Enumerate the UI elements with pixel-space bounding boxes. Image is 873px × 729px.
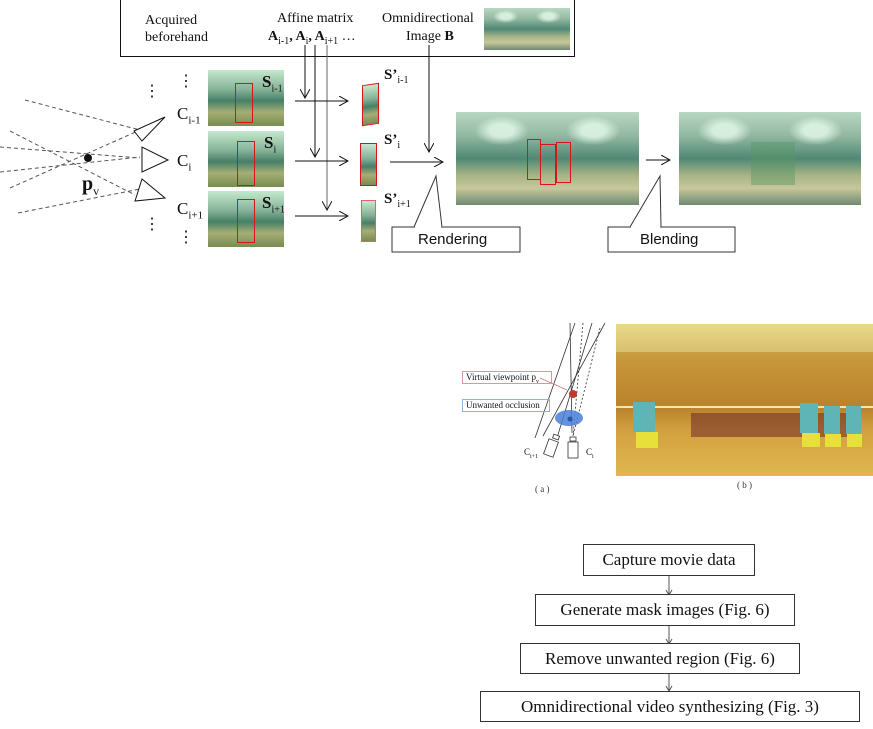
unwanted-occlusion-label: Unwanted occlusion bbox=[466, 400, 540, 410]
camera-name: C bbox=[177, 104, 189, 123]
flow-step-omni-synthesis: Omnidirectional video synthesizing (Fig.… bbox=[480, 691, 860, 722]
affine-ellipsis: … bbox=[338, 29, 356, 44]
transformed-label-i+1: S’i+1 bbox=[384, 192, 411, 210]
segment-sub: i+1 bbox=[271, 204, 285, 216]
camera-sub: i+1 bbox=[188, 209, 204, 222]
badminton-composite-photo bbox=[616, 324, 873, 476]
viewpoint-label: pv bbox=[82, 174, 99, 197]
affine-a2: , A bbox=[289, 29, 306, 44]
transformed-name: S’ bbox=[384, 67, 398, 83]
flow-step-remove-region: Remove unwanted region (Fig. 6) bbox=[520, 643, 800, 674]
camera-sub: i-1 bbox=[188, 114, 201, 127]
ellipsis-right-bottom: ⋮ bbox=[178, 229, 194, 246]
flow-step-generate-mask: Generate mask images (Fig. 6) bbox=[535, 594, 795, 626]
camera-sub: i bbox=[592, 453, 594, 460]
affine-a1: A bbox=[268, 29, 279, 44]
blending-callout-box bbox=[607, 226, 736, 253]
caption-b: ( b ) bbox=[737, 480, 752, 490]
blending-label: Blending bbox=[640, 231, 699, 248]
camera-label-i+1-small: Ci+1 bbox=[524, 448, 538, 460]
viewpoint-sub: v bbox=[93, 184, 100, 198]
viewpoint-rays bbox=[0, 99, 141, 214]
affine-a3: , A bbox=[308, 29, 325, 44]
transformed-name: S’ bbox=[384, 132, 398, 148]
camera-icon-i-small bbox=[567, 441, 579, 459]
camera-name: C bbox=[586, 447, 593, 457]
transformed-segment-i-1 bbox=[362, 82, 379, 127]
omni-background-thumbnail bbox=[484, 8, 570, 50]
affine-matrix-items: Ai-1, Ai, Ai+1 … bbox=[268, 30, 356, 47]
transformed-label-i-1: S’i-1 bbox=[384, 68, 408, 86]
camera-label-i+1: Ci+1 bbox=[177, 200, 203, 221]
camera-frame-i bbox=[208, 131, 284, 187]
pipeline-connectors bbox=[0, 45, 736, 253]
transformed-label-i: S’i bbox=[384, 133, 400, 151]
viewpoint-dot bbox=[84, 154, 92, 162]
camera-icon-i+1 bbox=[134, 178, 167, 202]
camera-label-i: Ci bbox=[177, 152, 191, 173]
camera-sub: i+1 bbox=[530, 453, 539, 460]
affine-a1-sub: i-1 bbox=[278, 35, 290, 47]
rendering-callout-box bbox=[391, 226, 521, 253]
virtual-viewpoint-callout: Virtual viewpoint pv bbox=[462, 371, 552, 385]
virtual-viewpoint-sub: v bbox=[535, 378, 539, 385]
acquired-beforehand-box bbox=[120, 0, 575, 57]
transformed-sub: i bbox=[397, 140, 401, 151]
camera-sub: i bbox=[188, 161, 192, 174]
virtual-viewpoint-marker bbox=[569, 390, 577, 398]
camera-label-i-1: Ci-1 bbox=[177, 105, 201, 126]
pipeline-figure: Acquired beforehand Affine matrix Ai-1, … bbox=[0, 0, 873, 260]
ellipsis-left-top: ⋮ bbox=[144, 83, 160, 100]
camera-name: C bbox=[177, 151, 189, 170]
transformed-sub: i-1 bbox=[397, 75, 409, 86]
unwanted-occlusion-callout: Unwanted occlusion bbox=[462, 399, 550, 412]
acquired-label-line1: Acquired bbox=[145, 13, 198, 28]
transformed-sub: i+1 bbox=[397, 199, 411, 210]
ellipsis-right-top: ⋮ bbox=[178, 73, 194, 90]
transformed-segment-i+1 bbox=[361, 200, 376, 242]
transformed-name: S’ bbox=[384, 191, 398, 207]
affine-matrix-title: Affine matrix bbox=[277, 11, 354, 26]
segment-sub: i bbox=[273, 144, 277, 156]
omni-image-text: Image bbox=[406, 29, 441, 44]
camera-name: C bbox=[177, 199, 189, 218]
camera-name: C bbox=[524, 447, 531, 457]
segment-label-i-1: Si-1 bbox=[262, 73, 283, 94]
rendering-label: Rendering bbox=[418, 231, 488, 248]
segment-sub: i-1 bbox=[271, 83, 283, 95]
omni-image-symbol: B bbox=[444, 29, 454, 44]
acquired-label-line2: beforehand bbox=[145, 30, 208, 45]
segment-name: S bbox=[262, 193, 272, 212]
camera-icon-i+1-small bbox=[543, 438, 559, 458]
ellipsis-left-bottom: ⋮ bbox=[144, 216, 160, 233]
flow-step-capture: Capture movie data bbox=[583, 544, 755, 576]
rendered-omni-image bbox=[456, 112, 639, 205]
blended-omni-image bbox=[679, 112, 861, 205]
omni-image-label: Image B bbox=[406, 30, 454, 44]
virtual-viewpoint-label: Virtual viewpoint p bbox=[466, 372, 536, 382]
affine-a3-sub: i+1 bbox=[324, 35, 339, 47]
camera-label-i-small: Ci bbox=[586, 448, 594, 460]
camera-icon-i bbox=[141, 146, 170, 173]
viewpoint-p: p bbox=[82, 173, 94, 195]
camera-icon-i-1 bbox=[133, 116, 166, 142]
transformed-segment-i bbox=[360, 143, 377, 186]
affine-a2-sub: i bbox=[305, 35, 309, 47]
segment-label-i+1: Si+1 bbox=[262, 194, 285, 215]
camera-frame-i-1 bbox=[208, 70, 284, 126]
segment-label-i: Si bbox=[264, 134, 276, 155]
occlusion-diagram bbox=[534, 322, 606, 459]
camera-frame-i+1 bbox=[208, 191, 284, 247]
occlusion-figure: Virtual viewpoint pv Unwanted occlusion … bbox=[455, 318, 873, 498]
segment-name: S bbox=[262, 72, 272, 91]
caption-a: ( a ) bbox=[535, 484, 550, 494]
segment-name: S bbox=[264, 133, 274, 152]
process-flowchart: Capture movie data Generate mask images … bbox=[470, 540, 873, 729]
omni-title: Omnidirectional bbox=[382, 11, 474, 26]
